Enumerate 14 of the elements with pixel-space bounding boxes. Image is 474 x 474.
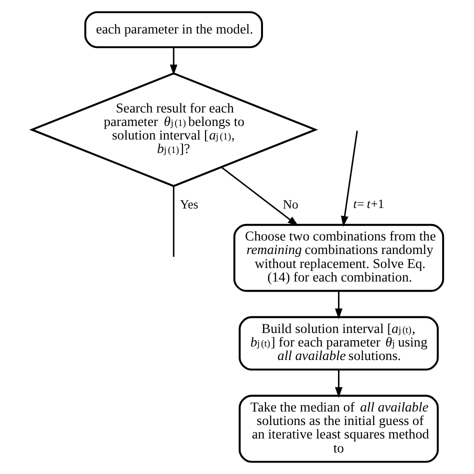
connector [172,186,174,257]
arrow [169,47,177,76]
edge-label: t=t+1 [352,196,384,211]
arrow [220,166,298,226]
node-diamond: Search result for each parameter θj(1) belongs to solution interval [aj(1), bj(1)]? [28,72,318,188]
node-box: Take the median of all available solutions as the initial guess of an iterative least squares method to [238,394,438,463]
node-box: Choose two combinations from the remaining combinations randomly without replacement. Solve Eq. (14) for each combination. [232,224,444,292]
arrow [334,370,342,398]
arrow [340,130,358,227]
node-box: Build solution interval [aj(t), bj(t)] for each parameter θj using all available solutions. [238,316,438,371]
edge-label: No [282,198,298,212]
edge-label: Yes [179,198,198,212]
node-box: each parameter in the model. [84,11,262,48]
arrow [334,290,342,320]
